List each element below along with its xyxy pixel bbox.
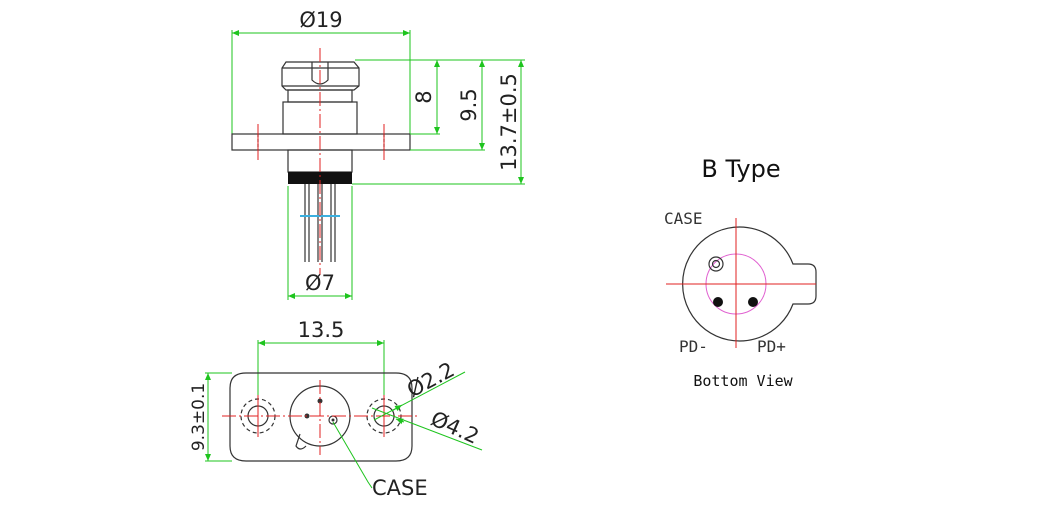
total-height-label: 13.7±0.5 — [497, 73, 521, 171]
flange — [231, 133, 411, 151]
can-dia-label: Ø7 — [305, 271, 335, 295]
flange-case-label: CASE — [372, 476, 428, 500]
counterbore-dia-label: Ø4.2 — [427, 406, 482, 448]
can-base — [288, 172, 352, 184]
bottom-flange-view: 13.5 9.3±0.1 Ø2.2 Ø4.2 CASE — [189, 318, 483, 500]
cap — [281, 61, 360, 91]
cap-height-label: 8 — [412, 90, 436, 103]
width-label: 9.3±0.1 — [189, 383, 209, 451]
pinout-title: B Type — [701, 155, 780, 183]
side-view: Ø19 8 9.5 1 — [231, 8, 525, 300]
pd-minus-pin — [713, 297, 723, 307]
hole-dia-label: Ø2.2 — [403, 358, 458, 403]
pinout-diagram: B Type CASE PD- PD+ Bottom View — [664, 155, 817, 390]
flange-outline — [229, 372, 413, 462]
hole-spacing-label: 13.5 — [298, 318, 345, 342]
body-height-label: 9.5 — [457, 88, 481, 121]
counterbore-leader — [371, 407, 483, 451]
hole-dia-leader — [373, 371, 466, 421]
pd-minus-label: PD- — [679, 337, 708, 356]
pd-plus-pin — [748, 297, 758, 307]
case-pin-label: CASE — [664, 209, 703, 228]
bottom-view-caption: Bottom View — [693, 372, 793, 390]
flange-dia-label: Ø19 — [299, 8, 342, 32]
case-pin-icon — [708, 256, 724, 272]
pd-plus-label: PD+ — [757, 337, 786, 356]
